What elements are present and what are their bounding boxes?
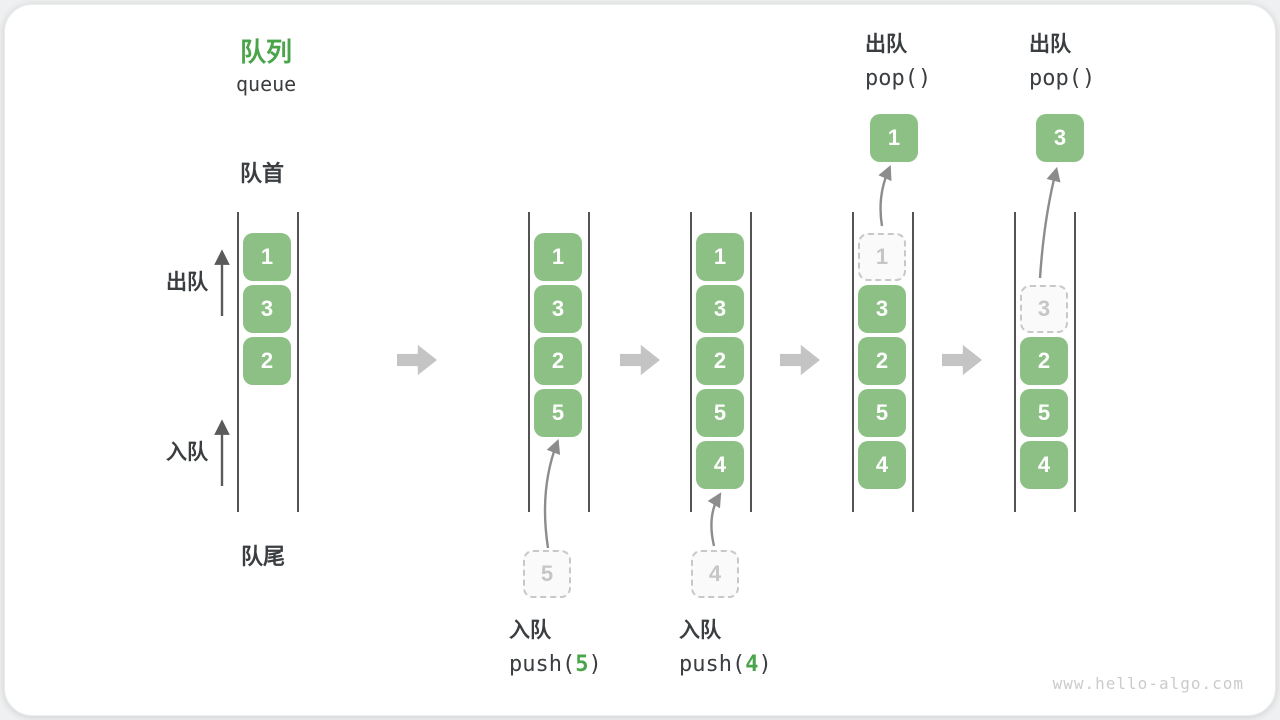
queue-cell-dashed: 3 bbox=[1020, 285, 1068, 333]
queue-cell: 4 bbox=[696, 441, 744, 489]
queue-cell: 2 bbox=[858, 337, 906, 385]
queue-cell: 2 bbox=[243, 337, 291, 385]
op-code-pre: push( bbox=[509, 652, 576, 677]
op-label-code: pop() bbox=[865, 66, 931, 92]
queue-cell: 1 bbox=[696, 233, 744, 281]
queue-wall-line bbox=[912, 212, 914, 512]
queue-cell: 5 bbox=[534, 389, 582, 437]
queue-cell: 4 bbox=[858, 441, 906, 489]
op-code-arg: 4 bbox=[745, 652, 759, 677]
watermark: www.hello-algo.com bbox=[1052, 674, 1244, 693]
queue-front-label: 队首 bbox=[240, 161, 285, 186]
queue-cell-dashed: 1 bbox=[858, 233, 906, 281]
queue-wall-line bbox=[750, 212, 752, 512]
queue-cell: 3 bbox=[858, 285, 906, 333]
figure-subtitle: queue bbox=[236, 72, 297, 96]
queue-cell: 4 bbox=[1020, 441, 1068, 489]
op-label-dequeue: 出队 pop() bbox=[865, 32, 931, 92]
op-label-zh: 出队 bbox=[1029, 33, 1071, 56]
queue-wall-line bbox=[297, 212, 299, 512]
popped-cell: 1 bbox=[870, 114, 918, 162]
queue-wall-line bbox=[237, 212, 239, 512]
enqueue-direction-label: 入队 bbox=[166, 441, 208, 464]
queue-wall-line bbox=[1014, 212, 1016, 512]
queue-cell: 3 bbox=[696, 285, 744, 333]
op-code-pre: pop() bbox=[865, 66, 932, 91]
queue-wall-line bbox=[852, 212, 854, 512]
popped-cell: 3 bbox=[1036, 114, 1084, 162]
pending-cell: 4 bbox=[691, 550, 739, 598]
op-label-enqueue: 入队 push(4) bbox=[679, 618, 772, 678]
queue-cell: 2 bbox=[534, 337, 582, 385]
op-code-post: ) bbox=[758, 652, 772, 677]
op-code-pre: pop() bbox=[1029, 66, 1096, 91]
queue-wall-line bbox=[588, 212, 590, 512]
op-label-dequeue: 出队 pop() bbox=[1029, 32, 1095, 92]
queue-wall-line bbox=[528, 212, 530, 512]
op-label-zh: 出队 bbox=[865, 33, 907, 56]
op-label-code: push(5) bbox=[509, 652, 602, 678]
queue-cell: 5 bbox=[1020, 389, 1068, 437]
op-label-zh: 入队 bbox=[679, 619, 721, 642]
queue-cell: 3 bbox=[534, 285, 582, 333]
figure-title: 队列 bbox=[240, 37, 293, 67]
queue-cell: 5 bbox=[858, 389, 906, 437]
queue-cell: 2 bbox=[1020, 337, 1068, 385]
op-code-arg: 5 bbox=[575, 652, 589, 677]
queue-cell: 5 bbox=[696, 389, 744, 437]
queue-wall-line bbox=[1074, 212, 1076, 512]
dequeue-direction-label: 出队 bbox=[166, 271, 208, 294]
queue-cell: 3 bbox=[243, 285, 291, 333]
op-label-code: push(4) bbox=[679, 652, 772, 678]
op-code-pre: push( bbox=[679, 652, 746, 677]
queue-rear-label: 队尾 bbox=[241, 544, 286, 569]
queue-cell: 1 bbox=[243, 233, 291, 281]
queue-cell: 1 bbox=[534, 233, 582, 281]
op-label-enqueue: 入队 push(5) bbox=[509, 618, 602, 678]
op-label-code: pop() bbox=[1029, 66, 1095, 92]
queue-wall-line bbox=[690, 212, 692, 512]
queue-cell: 2 bbox=[696, 337, 744, 385]
pending-cell: 5 bbox=[523, 550, 571, 598]
op-label-zh: 入队 bbox=[509, 619, 551, 642]
op-code-post: ) bbox=[588, 652, 602, 677]
